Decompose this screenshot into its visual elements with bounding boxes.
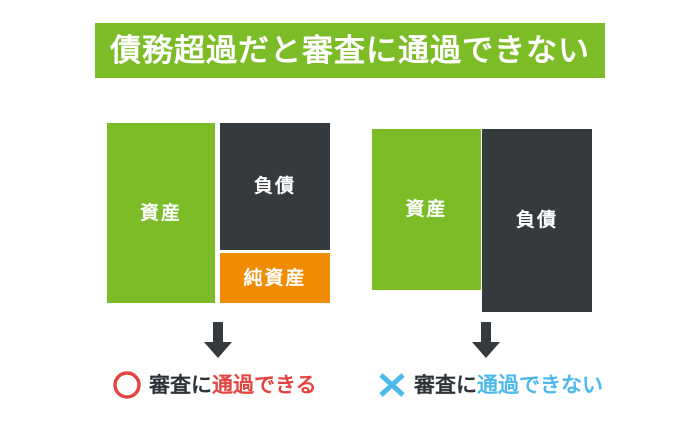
solvent-liabilities-block: 負債 [220,123,330,250]
title-banner: 債務超過だと審査に通過できない [95,23,605,78]
cross-mark-icon [379,373,405,397]
solvent-net-assets-block: 純資産 [220,253,330,303]
insolvent-liabilities-label: 負債 [515,210,558,231]
circle-mark-icon [113,371,141,399]
solvent-net-assets-label: 純資産 [243,267,307,289]
solvent-assets-label: 資産 [139,202,182,224]
insolvent-assets-block: 資産 [372,129,481,290]
page-title: 債務超過だと審査に通過できない [110,33,590,68]
insolvent-assets-label: 資産 [405,199,448,220]
down-arrow-icon [472,322,500,358]
solvent-assets-block: 資産 [107,123,215,303]
solvent-liabilities-label: 負債 [253,176,296,197]
solvent-result-prefix: 審査に [149,373,212,397]
insolvent-result-highlight: 通過できない [477,373,603,397]
solvent-result-row: 審査に 通過できる [112,368,317,402]
down-arrow-icon [204,322,232,358]
solvent-result-highlight: 通過できる [212,373,317,397]
insolvent-result-row: 審査に 通過できない [377,368,603,402]
insolvent-liabilities-block: 負債 [482,129,592,312]
insolvent-result-prefix: 審査に [414,373,477,397]
